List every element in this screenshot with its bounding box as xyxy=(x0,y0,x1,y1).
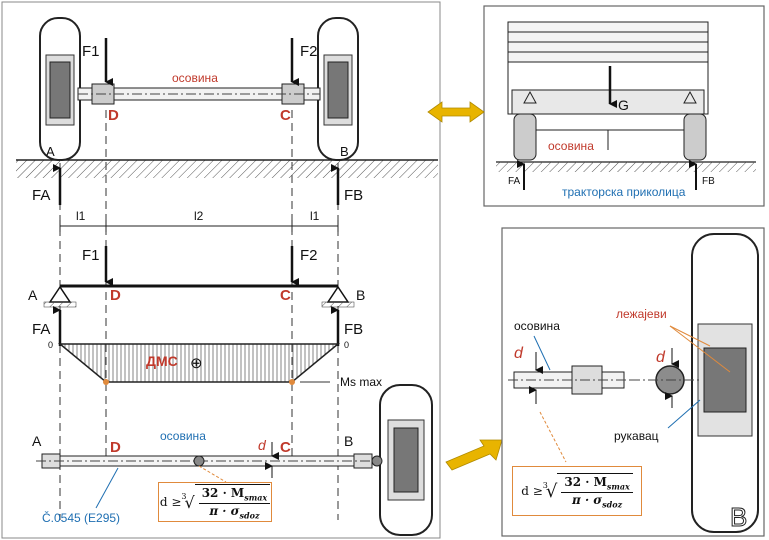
formula-den-sub-right: sdoz xyxy=(602,498,623,509)
label-trailer: тракторска приколица xyxy=(562,185,686,199)
label-g: G xyxy=(618,97,629,113)
label-zero-right: 0 xyxy=(344,340,349,350)
label-c-beam: C xyxy=(280,287,291,304)
label-d-beam: D xyxy=(110,287,121,304)
label-ms-max: Ms max xyxy=(340,375,382,389)
wheel-left-top xyxy=(39,17,81,161)
formula-box-left: d ≥ 3√ 32 · Msmax π · σsdoz xyxy=(158,482,272,522)
label-c-bottom: C xyxy=(280,439,291,456)
formula-numerator-right: 32 · M xyxy=(564,475,607,490)
trailer-drawing xyxy=(507,21,709,161)
label-d-top: D xyxy=(108,107,119,124)
bottom-axle xyxy=(36,453,378,469)
gold-double-arrow xyxy=(427,101,485,123)
label-f1-beam: F1 xyxy=(82,247,100,264)
label-fa-beam: FA xyxy=(32,321,50,338)
label-journal: рукавац xyxy=(614,429,659,443)
label-d-detail-left: d xyxy=(514,345,524,362)
formula-denominator-right: π · σ xyxy=(571,492,603,507)
ground-hatch xyxy=(16,160,438,178)
wheel-right-top xyxy=(317,17,359,161)
label-big-b: B xyxy=(730,502,747,532)
formula-denominator: π · σ xyxy=(209,503,240,518)
gold-arrow-right xyxy=(445,439,503,471)
formula-numerator: 32 · M xyxy=(201,486,245,501)
support-a xyxy=(43,285,77,308)
formula-root-index-right: 3 xyxy=(542,480,548,490)
dimension-lines xyxy=(59,220,339,232)
formula-box-right: d ≥ 3√ 32 · Msmax π · σsdoz xyxy=(512,466,642,516)
label-a-top: A xyxy=(46,144,55,159)
label-l2: l2 xyxy=(194,209,204,223)
label-fb-top: FB xyxy=(344,187,363,204)
formula-num-sub: smax xyxy=(244,492,268,503)
label-axle-detail: осовина xyxy=(514,319,560,333)
label-f2-beam: F2 xyxy=(300,247,318,264)
label-b-bottom: B xyxy=(344,433,353,449)
detail-drawing xyxy=(508,233,759,533)
label-fb-beam: FB xyxy=(344,321,363,338)
label-zero-left: 0 xyxy=(48,340,53,350)
label-material: Č.0545 (E295) xyxy=(42,510,120,525)
label-a-bottom: A xyxy=(32,433,42,449)
label-d-bottom: D xyxy=(110,439,121,456)
label-axle-trailer: осовина xyxy=(548,139,594,153)
label-d-detail-right: d xyxy=(656,349,666,366)
label-l1-right: l1 xyxy=(310,209,320,223)
label-axle-top: осовина xyxy=(172,71,218,85)
label-fb-trailer: FB xyxy=(702,176,715,187)
label-d-dim-bottom: d xyxy=(258,437,267,453)
formula-num-sub-right: smax xyxy=(606,481,630,492)
label-fa-trailer: FA xyxy=(508,176,521,187)
label-fa-top: FA xyxy=(32,187,50,204)
label-l1-left: l1 xyxy=(76,209,86,223)
wheel-small-bottom xyxy=(371,384,433,536)
label-f2-top: F2 xyxy=(300,43,318,60)
label-b-beam: B xyxy=(356,287,365,303)
label-axle-bottom: осовина xyxy=(160,429,206,443)
formula-den-sub: sdoz xyxy=(239,509,260,520)
label-f1-top: F1 xyxy=(82,43,100,60)
formula-lhs: d ≥ xyxy=(159,495,182,509)
support-b xyxy=(321,285,355,308)
label-bearings: лежајеви xyxy=(616,307,667,321)
left-panel-frame xyxy=(1,1,441,539)
label-plus-sign: ⊕ xyxy=(190,355,203,372)
formula-lhs-right: d ≥ xyxy=(521,484,543,498)
label-c-top: C xyxy=(280,107,291,124)
label-bending-moment: ДМС xyxy=(146,353,178,369)
label-a-beam: A xyxy=(28,287,38,303)
formula-root-index: 3 xyxy=(181,491,187,501)
label-b-top: B xyxy=(340,144,349,159)
